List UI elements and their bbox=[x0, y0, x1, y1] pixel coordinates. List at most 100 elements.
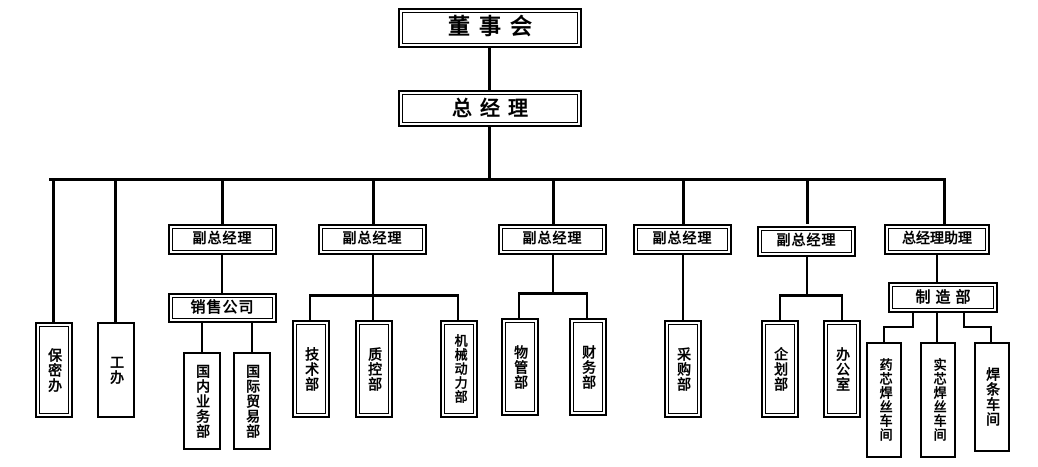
node-vice-gm-4[interactable]: 副总经理 bbox=[633, 224, 732, 255]
node-board-label: 董事会 bbox=[447, 14, 541, 40]
elbow-manufacturing-left bbox=[883, 326, 914, 328]
node-finance-dept-inner: 财务部 bbox=[573, 322, 603, 412]
node-vice-gm-4-label: 副总经理 bbox=[652, 231, 713, 248]
drop-to-tech-dept bbox=[309, 294, 311, 320]
node-vice-gm-4-inner: 副总经理 bbox=[637, 228, 728, 251]
node-administrative-office-label: 办公室 bbox=[834, 346, 851, 392]
node-welding-rod-workshop-inner: 焊条车间 bbox=[978, 346, 1006, 448]
elbow-manufacturing-right bbox=[963, 326, 992, 328]
node-purchasing-dept-inner: 采购部 bbox=[668, 324, 698, 414]
node-purchasing-dept[interactable]: 采购部 bbox=[664, 320, 702, 418]
node-vice-gm-1[interactable]: 副总经理 bbox=[168, 224, 277, 255]
node-international-trade-dept[interactable]: 国际贸易部 bbox=[233, 352, 271, 450]
connector-board-to-gm bbox=[488, 48, 491, 90]
node-board-of-directors[interactable]: 董事会 bbox=[398, 8, 582, 48]
node-planning-dept[interactable]: 企划部 bbox=[761, 320, 799, 418]
node-vice-gm-2[interactable]: 副总经理 bbox=[318, 224, 427, 255]
node-materials-dept-label: 物管部 bbox=[512, 344, 529, 390]
drop-to-flux-cored-workshop bbox=[883, 326, 885, 342]
node-union-office[interactable]: 工办 bbox=[97, 322, 135, 418]
drop-to-finance-dept bbox=[586, 292, 588, 318]
node-general-manager-inner: 总经理 bbox=[402, 94, 578, 123]
node-vice-gm-3[interactable]: 副总经理 bbox=[498, 224, 607, 255]
connector-vgm2-to-subbus bbox=[372, 255, 374, 295]
node-general-manager[interactable]: 总经理 bbox=[398, 90, 582, 127]
node-vice-gm-3-label: 副总经理 bbox=[522, 231, 583, 248]
drop-sales-left bbox=[201, 323, 203, 352]
node-international-trade-dept-label: 国际贸易部 bbox=[244, 363, 261, 439]
node-administrative-office[interactable]: 办公室 bbox=[823, 320, 861, 418]
drop-manufacturing-right-stem bbox=[963, 313, 965, 327]
main-horizontal-bus bbox=[49, 178, 946, 181]
node-vice-gm-5-label: 副总经理 bbox=[776, 233, 837, 250]
subbus-vgm3 bbox=[518, 292, 588, 295]
drop-to-union-office bbox=[114, 178, 117, 322]
drop-manufacturing-left-stem bbox=[912, 313, 914, 327]
node-vice-gm-2-label: 副总经理 bbox=[342, 231, 403, 248]
node-solid-cored-wire-workshop-inner: 实芯焊丝车间 bbox=[924, 346, 952, 454]
node-domestic-business-dept-inner: 国内业务部 bbox=[187, 356, 217, 446]
drop-to-vgm3 bbox=[552, 178, 555, 224]
drop-to-vgm2 bbox=[372, 178, 375, 224]
connector-vgm5-to-subbus bbox=[806, 257, 808, 295]
node-domestic-business-dept[interactable]: 国内业务部 bbox=[183, 352, 221, 450]
node-technology-dept[interactable]: 技术部 bbox=[292, 320, 330, 418]
drop-to-mech-power-dept bbox=[457, 294, 459, 320]
node-sales-company[interactable]: 销售公司 bbox=[168, 293, 277, 323]
node-mechanical-power-dept-label: 机械动力部 bbox=[451, 334, 467, 404]
subbus-vgm5 bbox=[779, 294, 843, 297]
node-welding-rod-workshop[interactable]: 焊条车间 bbox=[974, 342, 1010, 452]
node-finance-dept[interactable]: 财务部 bbox=[569, 318, 607, 416]
node-solid-cored-wire-workshop-label: 实芯焊丝车间 bbox=[930, 358, 946, 442]
node-vice-gm-1-label: 副总经理 bbox=[192, 231, 253, 248]
node-manufacturing-dept-inner: 制造部 bbox=[892, 286, 994, 309]
node-planning-dept-label: 企划部 bbox=[772, 346, 789, 392]
node-board-inner: 董事会 bbox=[402, 12, 578, 44]
drop-to-secrecy-office bbox=[52, 178, 55, 322]
connector-vgm3-to-subbus bbox=[552, 255, 554, 293]
node-materials-dept[interactable]: 物管部 bbox=[501, 318, 539, 416]
node-sales-company-label: 销售公司 bbox=[190, 298, 255, 317]
drop-to-qc-dept bbox=[372, 294, 374, 320]
node-international-trade-dept-inner: 国际贸易部 bbox=[237, 356, 267, 446]
node-union-office-label: 工办 bbox=[108, 355, 125, 385]
node-vice-gm-5[interactable]: 副总经理 bbox=[757, 226, 856, 257]
connector-assistant-to-manufacturing bbox=[936, 255, 938, 283]
drop-to-planning-dept bbox=[779, 294, 781, 320]
node-quality-control-dept-label: 质控部 bbox=[366, 346, 383, 392]
drop-sales-right bbox=[251, 323, 253, 352]
drop-to-assistant bbox=[943, 178, 946, 224]
node-technology-dept-inner: 技术部 bbox=[296, 324, 326, 414]
node-secrecy-office-inner: 保密办 bbox=[39, 326, 69, 414]
node-solid-cored-wire-workshop[interactable]: 实芯焊丝车间 bbox=[920, 342, 956, 458]
node-administrative-office-inner: 办公室 bbox=[827, 324, 857, 414]
node-technology-dept-label: 技术部 bbox=[303, 346, 320, 392]
node-gm-assistant-inner: 总经理助理 bbox=[888, 228, 986, 251]
node-manufacturing-dept-label: 制造部 bbox=[915, 287, 976, 306]
node-quality-control-dept[interactable]: 质控部 bbox=[355, 320, 393, 418]
node-vice-gm-1-inner: 副总经理 bbox=[172, 228, 273, 251]
node-secrecy-office[interactable]: 保密办 bbox=[35, 322, 73, 418]
node-flux-cored-wire-workshop[interactable]: 药芯焊丝车间 bbox=[866, 342, 902, 458]
node-welding-rod-workshop-label: 焊条车间 bbox=[984, 367, 1001, 427]
drop-to-solid-cored-workshop bbox=[936, 313, 938, 342]
node-flux-cored-wire-workshop-label: 药芯焊丝车间 bbox=[876, 358, 892, 442]
node-flux-cored-wire-workshop-inner: 药芯焊丝车间 bbox=[870, 346, 898, 454]
node-mechanical-power-dept[interactable]: 机械动力部 bbox=[440, 320, 478, 418]
subbus-vgm2 bbox=[309, 294, 459, 297]
drop-to-materials-dept bbox=[518, 292, 520, 318]
drop-to-vgm1 bbox=[221, 178, 224, 224]
drop-to-vgm4 bbox=[682, 178, 685, 224]
drop-to-vgm5 bbox=[806, 178, 809, 224]
node-planning-dept-inner: 企划部 bbox=[765, 324, 795, 414]
node-mechanical-power-dept-inner: 机械动力部 bbox=[444, 324, 474, 414]
drop-to-office bbox=[841, 294, 843, 320]
node-vice-gm-5-inner: 副总经理 bbox=[761, 230, 852, 253]
connector-vgm1-to-sales-company bbox=[221, 255, 223, 293]
node-gm-assistant-label: 总经理助理 bbox=[902, 231, 972, 248]
node-manufacturing-dept[interactable]: 制造部 bbox=[888, 282, 998, 313]
node-materials-dept-inner: 物管部 bbox=[505, 322, 535, 412]
node-gm-assistant[interactable]: 总经理助理 bbox=[884, 224, 990, 255]
node-vice-gm-2-inner: 副总经理 bbox=[322, 228, 423, 251]
